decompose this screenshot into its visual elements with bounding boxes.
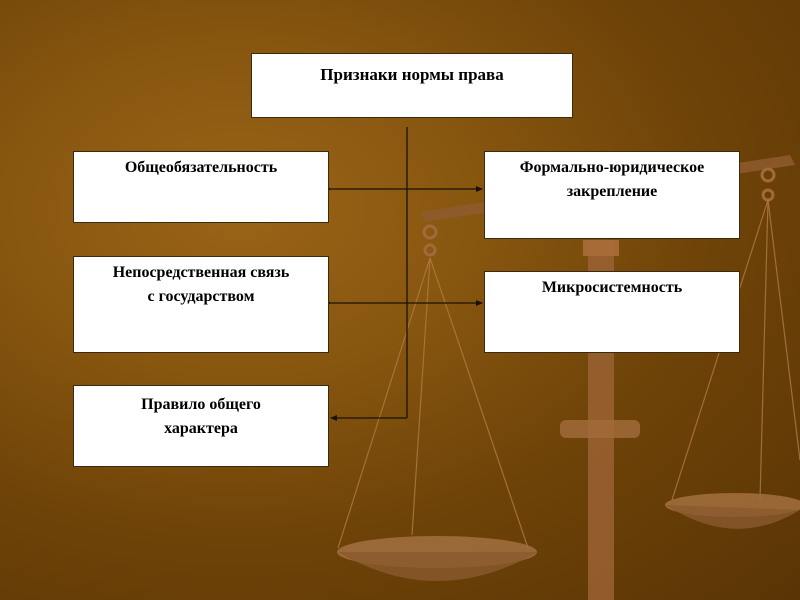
left-box-2: Непосредственная связь с государством xyxy=(73,256,329,353)
left-box-2-line2: с государством xyxy=(147,288,255,305)
title-text: Признаки нормы права xyxy=(320,65,504,84)
right-box-2-line1: Микросистемность xyxy=(541,279,683,296)
left-box-3: Правило общего характера xyxy=(73,385,329,467)
left-box-1: Общеобязательность xyxy=(73,151,329,223)
right-box-1-line1: Формально-юридическое xyxy=(519,159,705,176)
left-box-3-line2: характера xyxy=(164,420,238,437)
title-box: Признаки нормы права xyxy=(251,53,573,118)
right-box-1: Формально-юридическое закрепление xyxy=(484,151,740,239)
right-box-2: Микросистемность xyxy=(484,271,740,353)
left-box-3-line1: Правило общего xyxy=(141,396,261,413)
left-box-1-line1: Общеобязательность xyxy=(124,159,278,176)
left-box-2-line1: Непосредственная связь xyxy=(112,264,290,281)
right-box-1-line2: закрепление xyxy=(566,183,658,200)
